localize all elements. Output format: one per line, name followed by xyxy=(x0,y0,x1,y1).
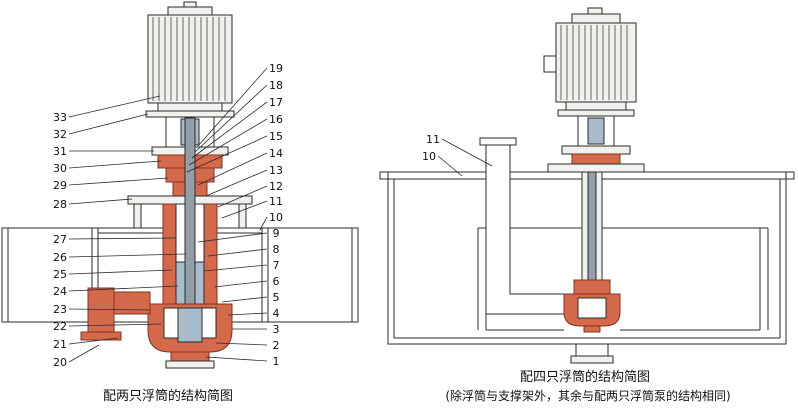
bottom-outlet-flange xyxy=(570,355,614,364)
part-number-11: 11 xyxy=(269,195,283,208)
terminal-box xyxy=(543,55,557,73)
leader-line-12 xyxy=(217,185,268,208)
leader-line-10 xyxy=(259,216,268,231)
part-number-10: 10 xyxy=(269,211,283,224)
part-number-6: 6 xyxy=(273,275,280,288)
tank-rim-tab-left xyxy=(379,171,389,180)
leader-line-9 xyxy=(197,232,268,243)
leader-line-26 xyxy=(68,253,187,258)
leader-line-8 xyxy=(207,248,268,257)
leader-line-5 xyxy=(221,296,268,303)
leader-line-16 xyxy=(188,118,268,166)
leader-line-15 xyxy=(186,135,268,173)
part-number-18: 18 xyxy=(269,79,283,92)
leader-line-6 xyxy=(213,280,268,288)
left-motor xyxy=(145,1,235,118)
leader-line-23 xyxy=(68,308,151,311)
leader-line-24 xyxy=(68,285,179,292)
part-number-17: 17 xyxy=(269,96,283,109)
leader-line-4 xyxy=(227,312,268,316)
part-number-1: 1 xyxy=(273,355,280,368)
impeller xyxy=(177,307,203,343)
part-number-2: 2 xyxy=(273,339,280,352)
leader-line-20 xyxy=(68,344,100,363)
left-diagram-caption: 配两只浮筒的结构简图 xyxy=(102,389,233,404)
four-float-pump-diagram xyxy=(379,7,795,364)
part-number-16: 16 xyxy=(269,113,283,126)
bottom-outlet xyxy=(575,343,609,357)
right-motor xyxy=(543,7,637,117)
leader-line-7 xyxy=(203,264,268,272)
part-number-26: 26 xyxy=(53,251,67,264)
part-number-28: 28 xyxy=(53,198,67,211)
part-number-33: 33 xyxy=(53,111,67,124)
part-number-9: 9 xyxy=(273,227,280,240)
leader-line-25 xyxy=(68,269,173,275)
leader-line-29 xyxy=(68,177,169,186)
part-number-7: 7 xyxy=(273,259,280,272)
part-number-4: 4 xyxy=(273,307,280,320)
leader-line-18 xyxy=(194,84,268,153)
leader-line-30 xyxy=(68,160,162,169)
part-number-14: 14 xyxy=(269,147,283,160)
part-number-3: 3 xyxy=(273,323,280,336)
motor-fins xyxy=(152,17,226,101)
leader-line-11 xyxy=(221,200,268,219)
pump-shaft xyxy=(587,171,597,281)
part-number-15: 15 xyxy=(269,130,283,143)
motor-fins xyxy=(560,25,628,100)
leader-line-17 xyxy=(191,101,268,159)
leader-line-11 xyxy=(441,138,493,167)
right-pump xyxy=(563,171,621,364)
left-volute xyxy=(147,303,233,369)
leader-line-10 xyxy=(437,155,463,177)
leader-line-33 xyxy=(68,95,161,118)
leader-line-2 xyxy=(215,342,268,346)
part-number-32: 32 xyxy=(53,128,67,141)
leader-line-27 xyxy=(68,237,177,240)
leader-line-13 xyxy=(205,169,268,197)
right-diagram-note: (除浮筒与支撑架外，其余与配两只浮筒泵的结构相同) xyxy=(445,389,731,403)
float-barrels xyxy=(1,227,359,323)
right-seal-housing xyxy=(571,153,621,165)
left-discharge-elbow xyxy=(80,287,151,341)
part-number-30: 30 xyxy=(53,162,67,175)
part-number-21: 21 xyxy=(53,338,67,351)
right-diagram-caption: 配四只浮筒的结构简图 xyxy=(519,370,650,385)
right-motor-stand xyxy=(547,115,645,173)
part-number-10: 10 xyxy=(422,150,436,163)
part-number-25: 25 xyxy=(53,268,67,281)
pipe-flange xyxy=(479,137,517,146)
part-number-23: 23 xyxy=(53,303,67,316)
leader-line-21 xyxy=(68,337,119,345)
suction-flange xyxy=(165,360,215,369)
callout-labels: 3332313029282726252423222120191817161514… xyxy=(53,62,493,369)
part-number-24: 24 xyxy=(53,285,67,298)
leader-line-32 xyxy=(68,113,149,135)
leader-line-1 xyxy=(205,356,268,362)
leader-line-22 xyxy=(68,323,162,327)
leader-line-14 xyxy=(197,152,268,186)
part-number-11: 11 xyxy=(426,133,440,146)
part-number-5: 5 xyxy=(273,291,280,304)
tank-rim-tab-right xyxy=(785,171,795,180)
part-number-20: 20 xyxy=(53,356,67,369)
part-number-13: 13 xyxy=(269,164,283,177)
part-number-29: 29 xyxy=(53,179,67,192)
leader-line-19 xyxy=(197,67,268,147)
part-number-31: 31 xyxy=(53,145,67,158)
part-number-27: 27 xyxy=(53,233,67,246)
part-number-22: 22 xyxy=(53,320,67,333)
part-number-8: 8 xyxy=(273,243,280,256)
leader-line-28 xyxy=(68,198,133,205)
part-number-12: 12 xyxy=(269,180,283,193)
part-number-19: 19 xyxy=(269,62,283,75)
